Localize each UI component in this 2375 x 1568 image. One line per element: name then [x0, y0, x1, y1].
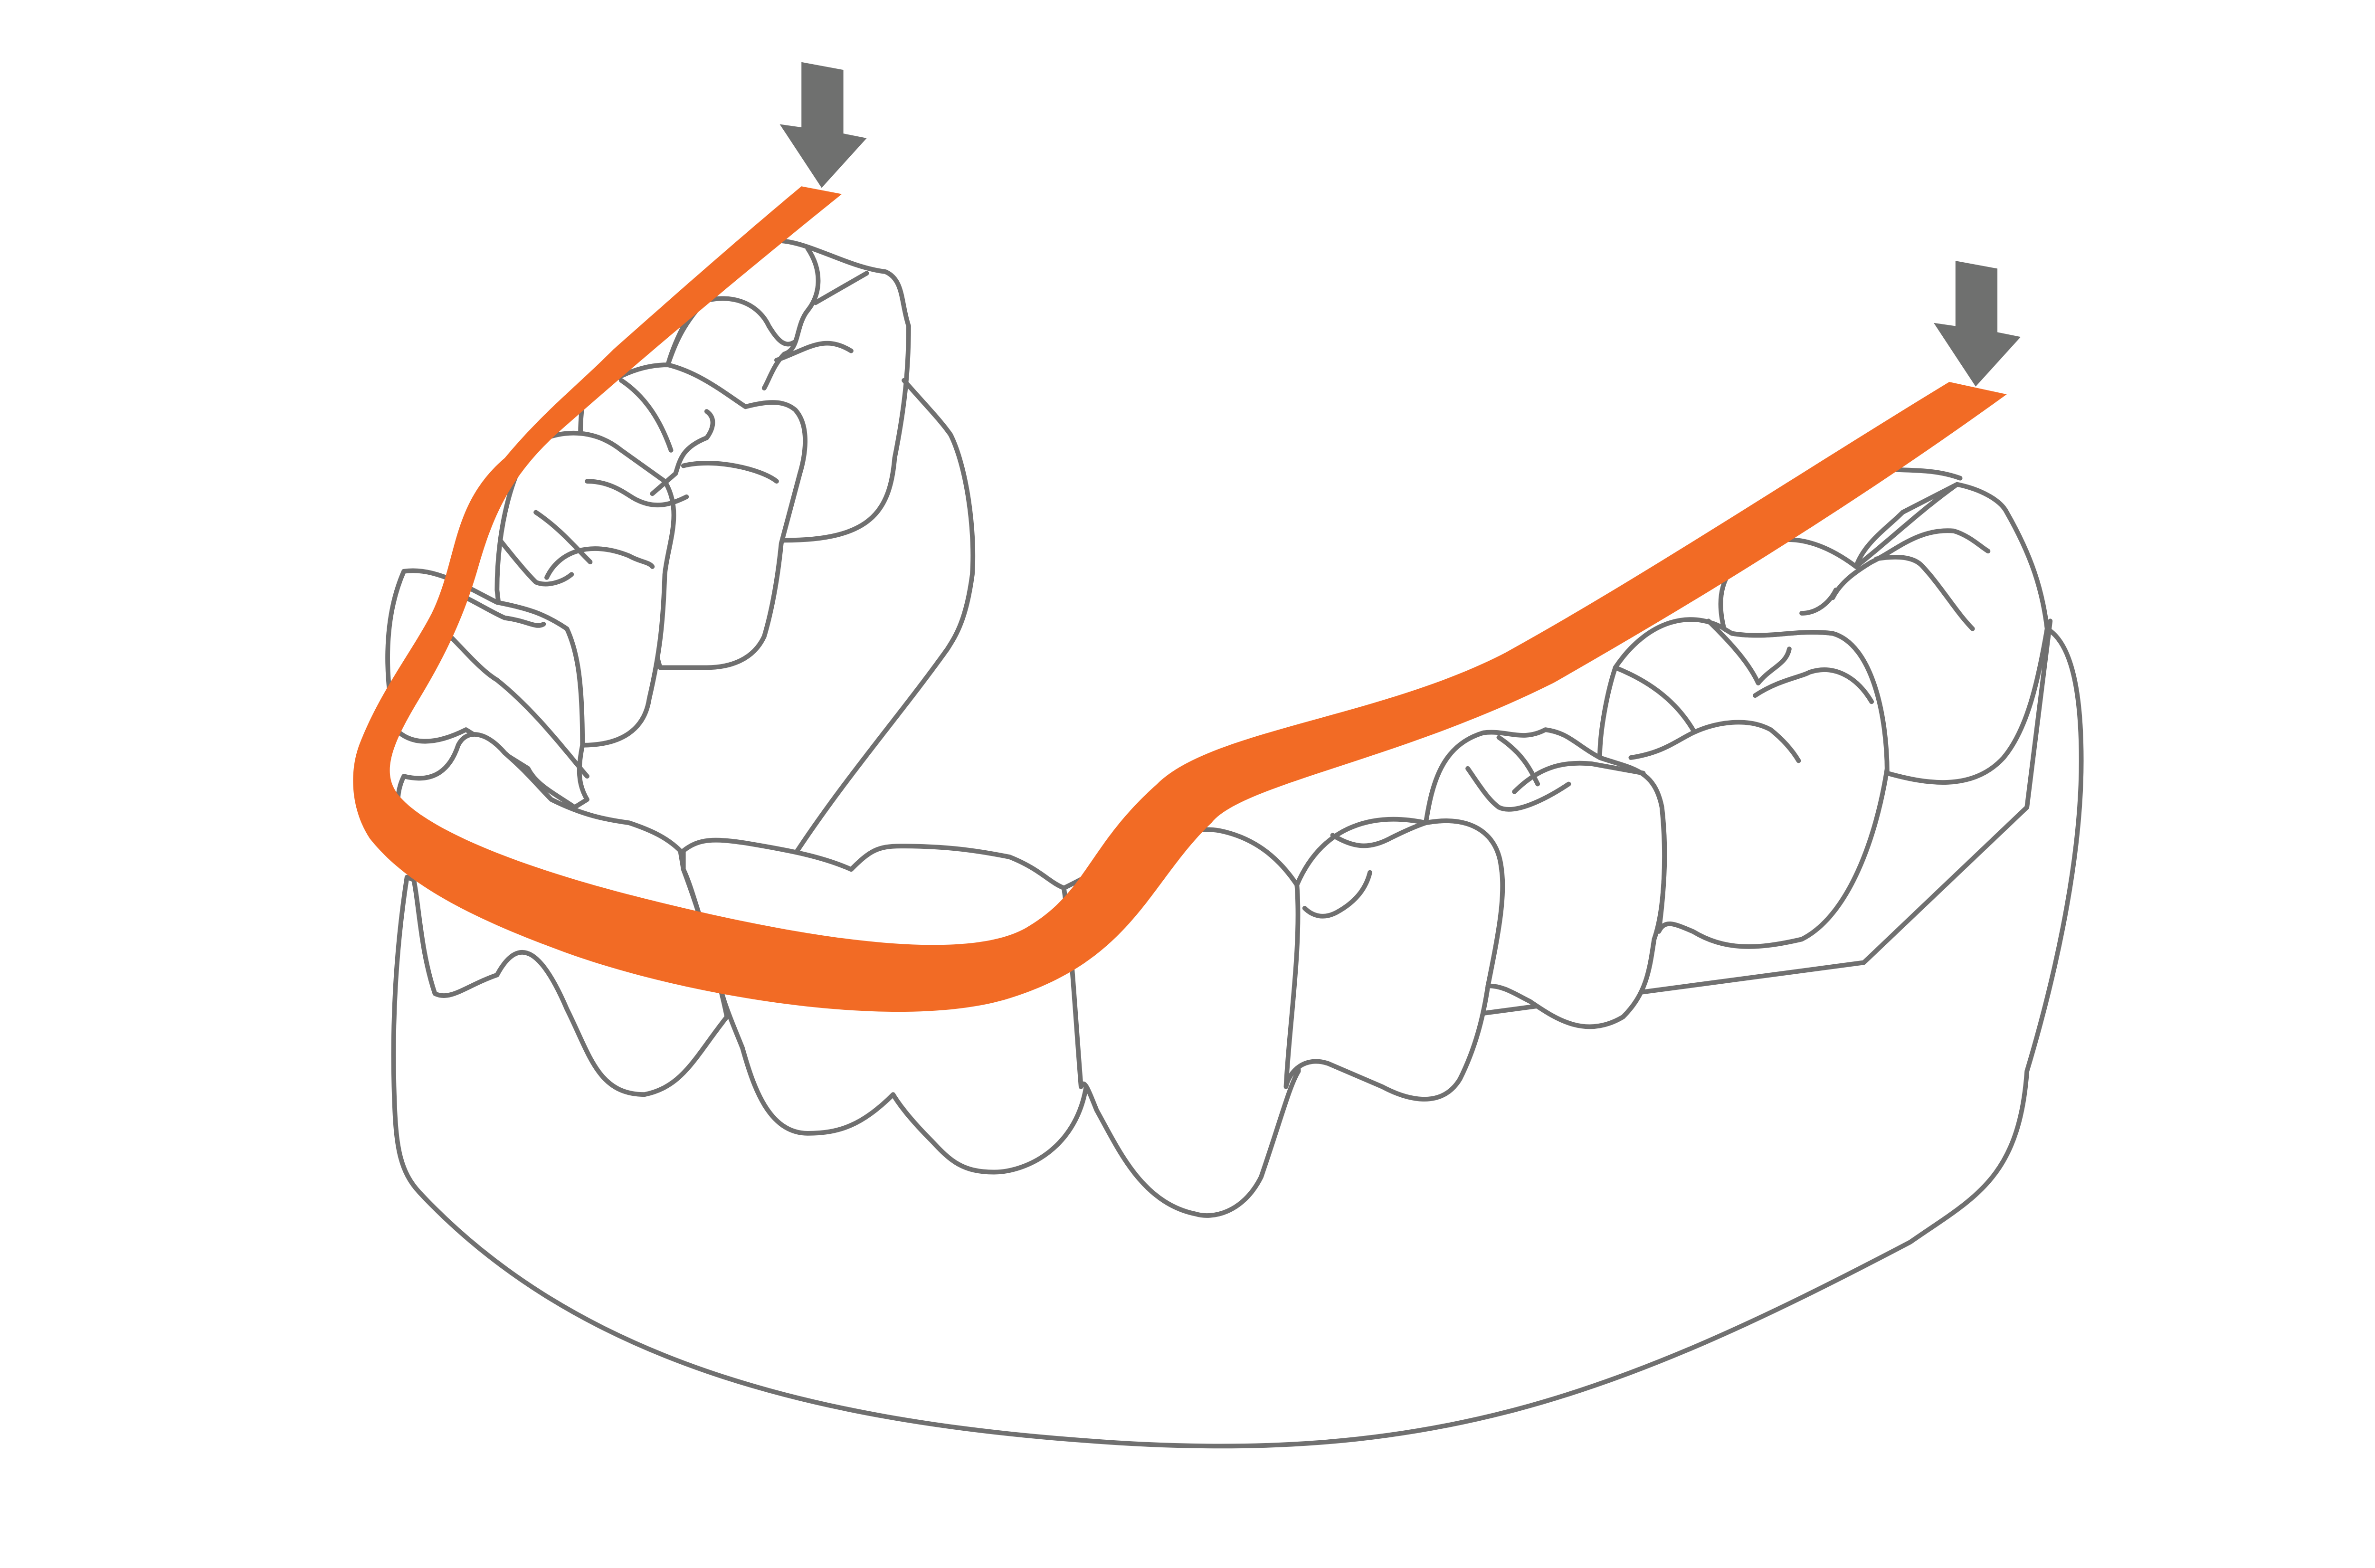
- orange-wire: [353, 186, 2007, 1012]
- tooth-molar-right-a: [793, 378, 976, 856]
- cusp-details: [448, 246, 1991, 919]
- tooth-lower-5: [1423, 727, 1667, 1029]
- tooth-lower-4: [1283, 817, 1506, 1102]
- down-arrow-icon: [1933, 261, 2021, 387]
- gum-base: [391, 618, 2084, 1449]
- down-arrow-icon: [779, 62, 867, 188]
- tooth-upper-left-2: [578, 362, 808, 670]
- tooth-lower-7: [1718, 482, 2050, 785]
